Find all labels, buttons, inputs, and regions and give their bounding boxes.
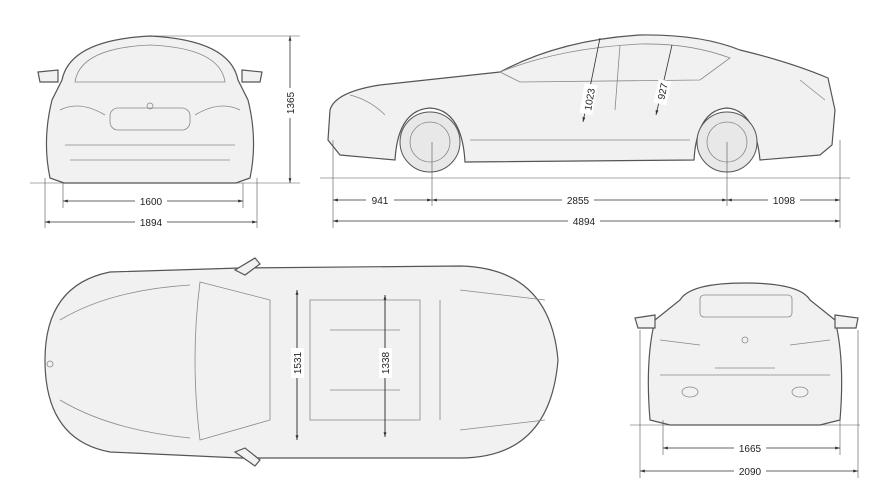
rear-headroom-label: 927 [656, 82, 670, 101]
front-overhang-label: 941 [372, 196, 389, 207]
length-label: 4894 [573, 217, 596, 228]
wheelbase-label: 2855 [567, 196, 590, 207]
side-view: 941 2855 1098 4894 1023 927 [320, 34, 850, 228]
front-view: 1365 1600 1894 [30, 35, 300, 229]
rear-interior-width-label: 1338 [381, 351, 392, 374]
front-headroom-label: 1023 [583, 87, 598, 111]
rear-overhang-label: 1098 [773, 196, 796, 207]
top-view: 1531 1338 [44, 257, 559, 467]
front-interior-width-label: 1531 [293, 351, 304, 374]
front-track-label: 1600 [140, 197, 163, 208]
rear-track-label: 1665 [739, 444, 762, 455]
rear-view: 1665 2090 [630, 282, 860, 478]
rear-width-label: 2090 [739, 467, 762, 478]
front-height-label: 1365 [286, 91, 297, 114]
front-width-label: 1894 [140, 218, 163, 229]
